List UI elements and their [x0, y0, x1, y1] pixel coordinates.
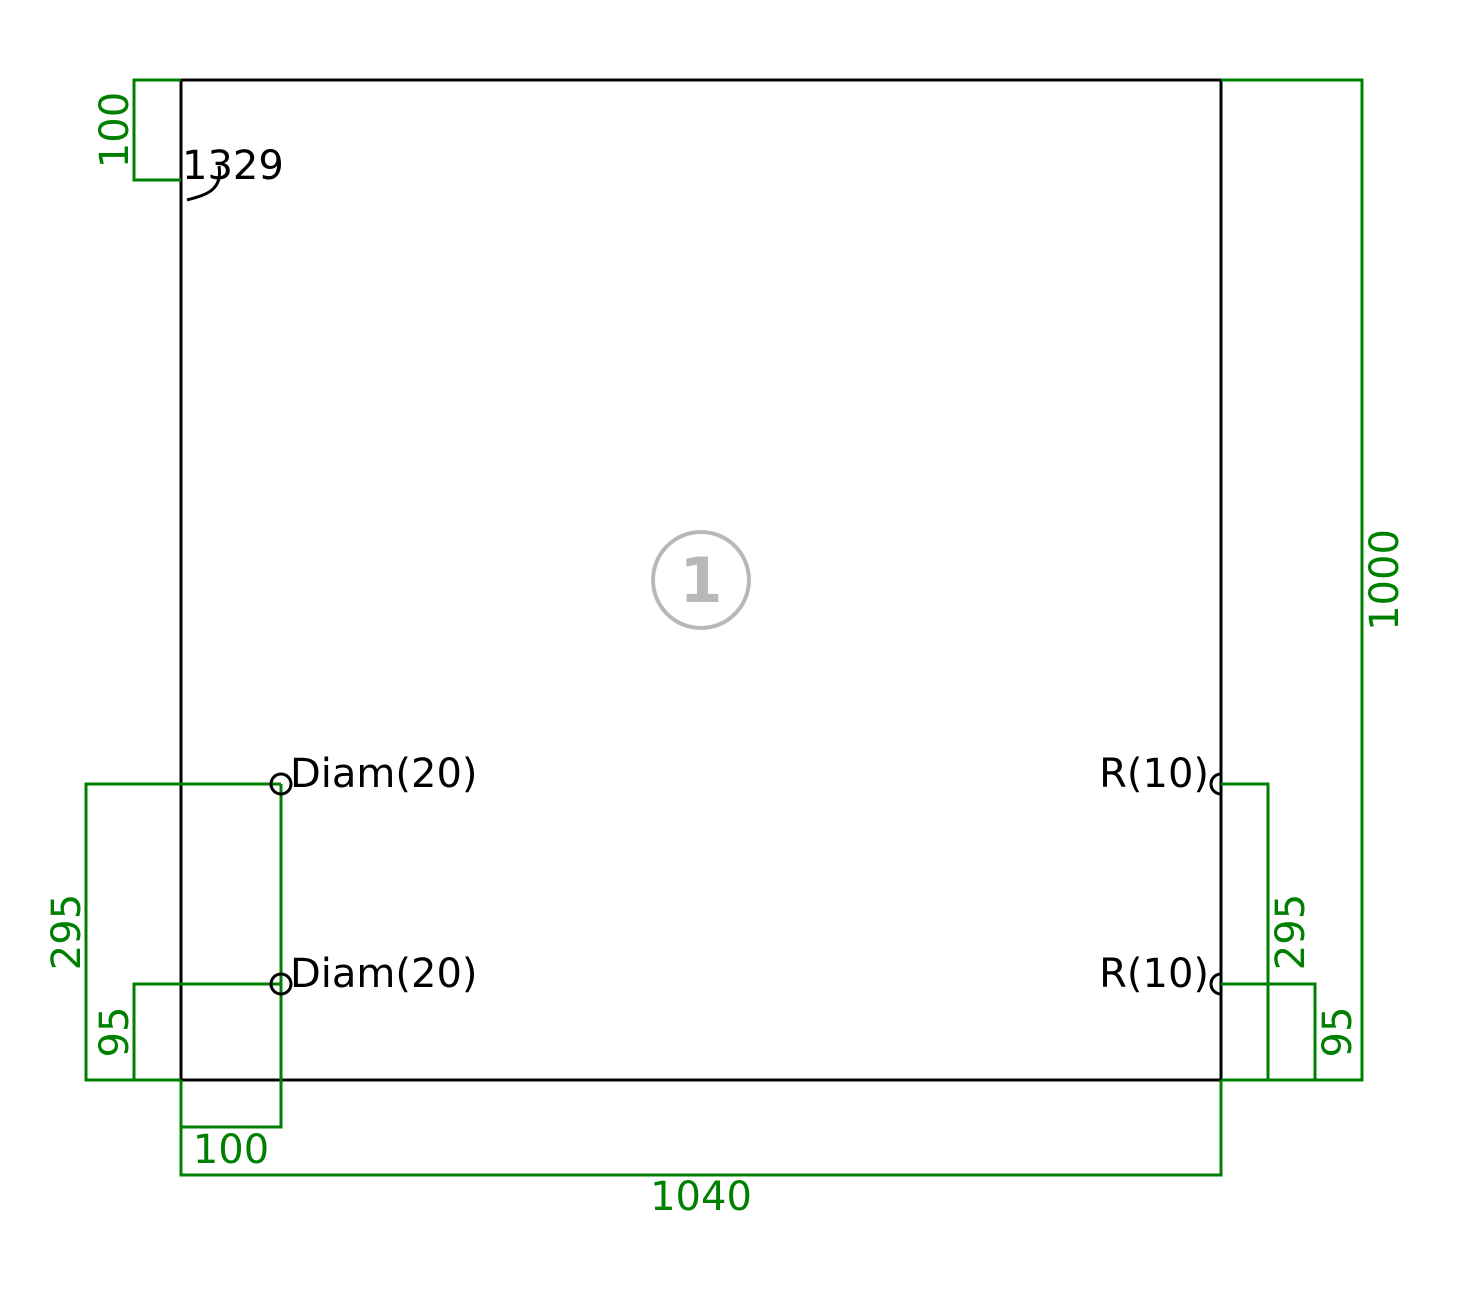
- overall-width-label: 1040: [650, 1174, 752, 1220]
- right-lower-hole-label: R(10): [1099, 951, 1209, 997]
- part-number-badge: 1: [651, 530, 751, 630]
- right-upper-height-dimension-line: [1221, 782, 1270, 1082]
- left-upper-hole-label: Diam(20): [290, 751, 478, 797]
- left-lower-height-dimension-line: [132, 982, 281, 1082]
- left-lower-hole: [269, 972, 293, 996]
- feature-labels: Diam(20) Diam(20) R(10) R(10) 1329: [182, 143, 1209, 997]
- left-hole-offset-label: 100: [193, 1127, 269, 1173]
- right-lower-height-dimension-line: [1221, 982, 1317, 1082]
- right-upper-hole-label: R(10): [1099, 751, 1209, 797]
- left-hole-offset-dimension-line: [179, 784, 283, 1129]
- part-number-badge-circle: [651, 530, 751, 630]
- right-upper-half-hole: [1209, 772, 1222, 796]
- overall-height-label: 1000: [1362, 529, 1408, 631]
- corner-label: 1329: [182, 143, 284, 189]
- left-upper-hole: [269, 772, 293, 796]
- holes: [269, 772, 1222, 996]
- top-left-offset-dimension-line: [132, 78, 181, 182]
- part-outline: [179, 78, 1223, 1082]
- dimension-lines: [84, 78, 1364, 1177]
- part-number-label: 1: [679, 544, 722, 617]
- corner-swoosh-mark: [186, 165, 222, 202]
- left-lower-height-label: 95: [92, 1007, 138, 1058]
- right-lower-height-label: 95: [1315, 1007, 1361, 1058]
- right-lower-half-hole: [1209, 972, 1222, 996]
- top-left-offset-label: 100: [92, 92, 138, 168]
- right-upper-height-label: 295: [1268, 894, 1314, 970]
- dimension-labels: 100 1000 1040 100 295 95 295 95: [44, 92, 1408, 1220]
- left-lower-hole-label: Diam(20): [290, 951, 478, 997]
- left-upper-height-label: 295: [44, 894, 90, 970]
- overall-width-dimension-line: [179, 1080, 1223, 1177]
- part-outline-group: [179, 78, 1223, 1082]
